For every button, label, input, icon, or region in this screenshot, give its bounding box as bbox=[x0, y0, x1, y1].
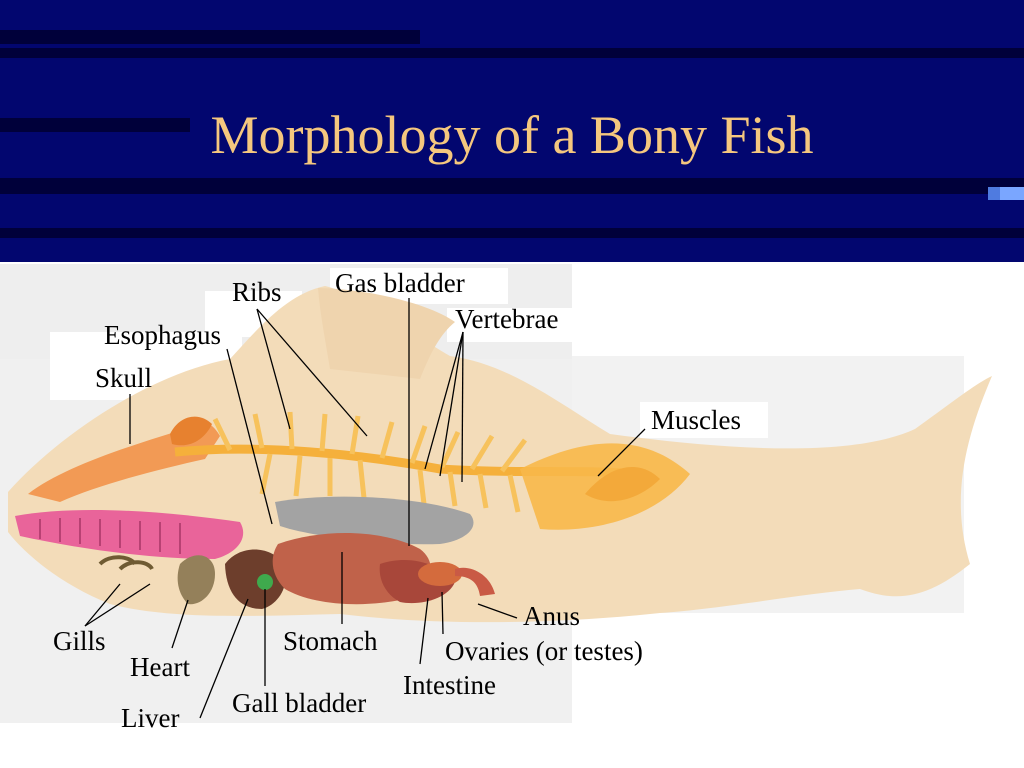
heart bbox=[177, 555, 215, 605]
label-ribs: Ribs bbox=[232, 277, 282, 307]
ovaries bbox=[418, 562, 462, 586]
fish-body bbox=[8, 286, 992, 623]
header-stripe bbox=[0, 30, 420, 44]
fish-diagram: Ribs Gas bladder Vertebrae Esophagus Sku… bbox=[0, 264, 1024, 768]
fish-illustration bbox=[0, 264, 1024, 768]
label-vertebrae: Vertebrae bbox=[455, 304, 559, 334]
header-stripe bbox=[0, 48, 1024, 58]
header-stripe bbox=[0, 228, 1024, 238]
dorsal-fin bbox=[318, 288, 455, 379]
label-intestine: Intestine bbox=[403, 670, 496, 700]
liver bbox=[225, 549, 286, 609]
label-stomach: Stomach bbox=[283, 626, 378, 656]
label-heart: Heart bbox=[130, 652, 190, 682]
label-skull: Skull bbox=[95, 363, 153, 393]
gills bbox=[15, 509, 244, 559]
label-gall-bladder: Gall bladder bbox=[232, 688, 367, 718]
header-stripe bbox=[0, 178, 1024, 194]
slide-header: Morphology of a Bony Fish bbox=[0, 0, 1024, 262]
label-gas-bladder: Gas bladder bbox=[335, 268, 465, 298]
gas-bladder bbox=[275, 496, 474, 545]
label-muscles: Muscles bbox=[651, 405, 741, 435]
accent-bar bbox=[1000, 187, 1024, 200]
slide-title: Morphology of a Bony Fish bbox=[210, 105, 814, 165]
header-stripe bbox=[0, 118, 190, 132]
label-gills: Gills bbox=[53, 626, 106, 656]
gall-bladder bbox=[257, 574, 273, 590]
label-anus: Anus bbox=[523, 601, 581, 631]
label-esophagus: Esophagus bbox=[104, 320, 221, 350]
leader-lines bbox=[84, 298, 646, 719]
label-liver: Liver bbox=[121, 703, 180, 733]
label-ovaries: Ovaries (or testes) bbox=[445, 636, 643, 666]
